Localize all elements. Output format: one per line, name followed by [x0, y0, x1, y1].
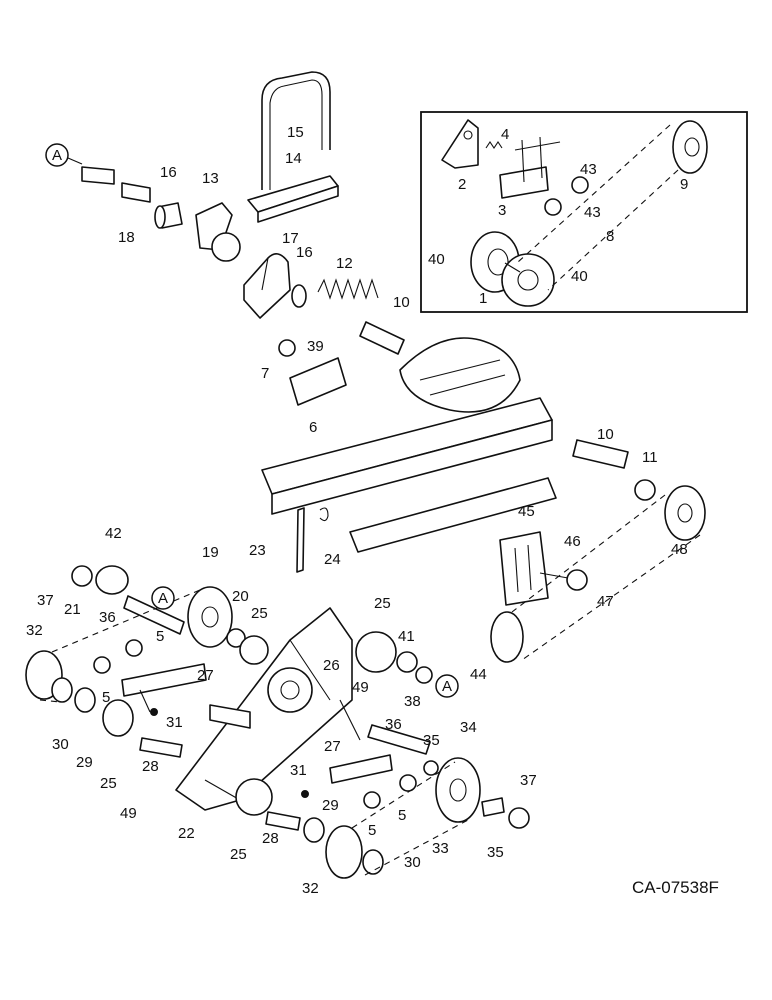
label-part-16: 16	[160, 164, 177, 181]
label-part-37: 37	[37, 592, 54, 609]
label-part-28: 28	[142, 758, 159, 775]
label-part-10: 10	[393, 294, 410, 311]
label-part-35: 35	[487, 844, 504, 861]
label-part-5: 5	[398, 807, 406, 824]
label-part-12: 12	[336, 255, 353, 272]
label-part-32: 32	[26, 622, 43, 639]
label-part-15: 15	[287, 124, 304, 141]
inset-detail	[420, 111, 748, 313]
label-part-35: 35	[423, 732, 440, 749]
label-part-25: 25	[100, 775, 117, 792]
label-part-42: 42	[105, 525, 122, 542]
label-part-36: 36	[99, 609, 116, 626]
label-part-8: 8	[606, 228, 614, 245]
label-part-22: 22	[178, 825, 195, 842]
label-part-7: 7	[261, 365, 269, 382]
label-part-43: 43	[580, 161, 597, 178]
label-part-40: 40	[428, 251, 445, 268]
label-part-48: 48	[671, 541, 688, 558]
label-part-30: 30	[404, 854, 421, 871]
label-part-1: 1	[479, 290, 487, 307]
label-part-25: 25	[374, 595, 391, 612]
label-part-26: 26	[323, 657, 340, 674]
callout-a-upper: A	[45, 143, 83, 167]
svg-text:A: A	[158, 590, 168, 607]
label-part-11: 11	[642, 449, 658, 466]
label-part-5: 5	[156, 628, 164, 645]
label-part-30: 30	[52, 736, 69, 753]
label-part-25: 25	[251, 605, 268, 622]
frame-rails	[261, 337, 706, 663]
label-part-10: 10	[597, 426, 614, 443]
label-part-29: 29	[322, 797, 339, 814]
label-part-49: 49	[352, 679, 369, 696]
label-part-36: 36	[385, 716, 402, 733]
label-part-9: 9	[680, 176, 688, 193]
label-part-5: 5	[102, 689, 110, 706]
label-part-40: 40	[571, 268, 588, 285]
label-part-46: 46	[564, 533, 581, 550]
callout-a-right: A	[435, 674, 459, 698]
label-part-31: 31	[290, 762, 307, 779]
label-part-34: 34	[460, 719, 477, 736]
label-part-18: 18	[118, 229, 135, 246]
label-part-16: 16	[296, 244, 313, 261]
callout-a-middle: A	[151, 586, 175, 610]
label-part-37: 37	[520, 772, 537, 789]
drawing-code: CA-07538F	[632, 878, 719, 897]
part-labels: 4 2 43 43 3 9 8 40 40 1 15 14 16 13 18 1…	[26, 124, 688, 897]
label-part-20: 20	[232, 588, 249, 605]
label-part-3: 3	[498, 202, 506, 219]
lower-drive-assembly	[25, 565, 530, 879]
label-part-45: 45	[518, 503, 535, 520]
label-part-21: 21	[64, 601, 81, 618]
label-part-44: 44	[470, 666, 487, 683]
label-part-47: 47	[597, 593, 614, 610]
upper-shaft-assembly	[81, 71, 405, 406]
label-part-39: 39	[307, 338, 324, 355]
label-part-4: 4	[501, 126, 509, 143]
label-part-27: 27	[197, 667, 214, 684]
label-part-43: 43	[584, 204, 601, 221]
label-part-32: 32	[302, 880, 319, 897]
label-part-23: 23	[249, 542, 266, 559]
label-part-19: 19	[202, 544, 219, 561]
label-part-6: 6	[309, 419, 317, 436]
label-part-2: 2	[458, 176, 466, 193]
label-part-14: 14	[285, 150, 302, 167]
svg-text:A: A	[442, 678, 452, 695]
label-part-33: 33	[432, 840, 449, 857]
svg-text:A: A	[52, 147, 62, 164]
label-part-25: 25	[230, 846, 247, 863]
label-part-5: 5	[368, 822, 376, 839]
label-part-17: 17	[282, 230, 299, 247]
label-part-24: 24	[324, 551, 341, 568]
label-part-38: 38	[404, 693, 421, 710]
label-part-13: 13	[202, 170, 219, 187]
label-part-49: 49	[120, 805, 137, 822]
label-part-41: 41	[398, 628, 415, 645]
label-part-29: 29	[76, 754, 93, 771]
label-part-27: 27	[324, 738, 341, 755]
label-part-28: 28	[262, 830, 279, 847]
label-part-31: 31	[166, 714, 183, 731]
